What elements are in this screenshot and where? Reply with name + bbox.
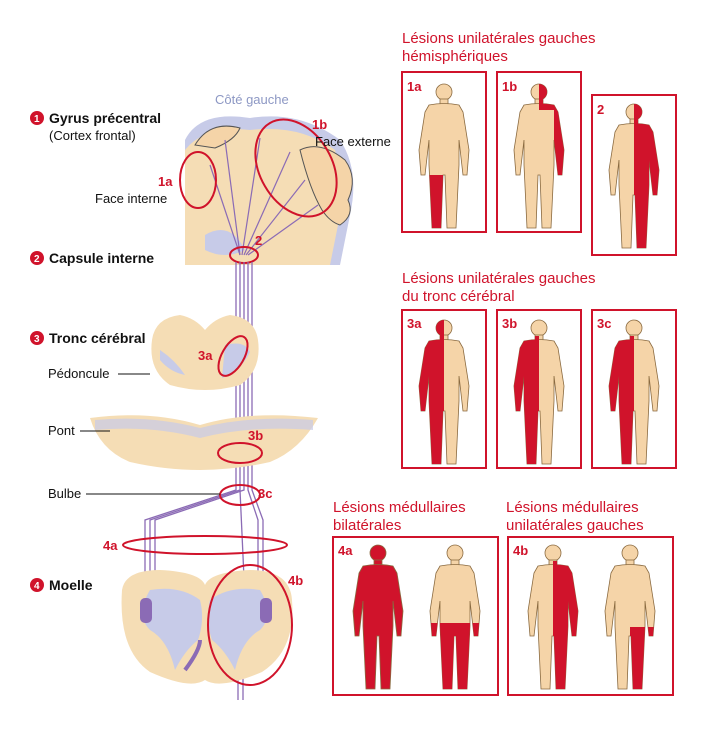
section-3-num: 3 (34, 334, 40, 345)
face-externe-label: Face externe (315, 134, 391, 149)
panel-4a-label: 4a (338, 543, 353, 558)
bulbe-label: Bulbe (48, 486, 81, 501)
panel-4b: 4b (507, 536, 674, 696)
group4-title-line2: unilatérales gauches (506, 517, 644, 534)
pont-section: 3b (90, 415, 318, 470)
panel-4a: 4a (332, 536, 499, 696)
marker-3b: 3b (248, 428, 263, 443)
marker-4a: 4a (103, 538, 118, 553)
panel-3a-label: 3a (407, 316, 422, 331)
panel-3b-label: 3b (502, 316, 517, 331)
section-4: 4 Moelle (30, 577, 93, 593)
panel-3b: 3b (496, 309, 582, 469)
marker-4b: 4b (288, 573, 303, 588)
group3-title-line1: Lésions médullaires (333, 499, 466, 516)
panel-2: 2 (591, 94, 677, 256)
face-interne-label: Face interne (95, 191, 167, 206)
ellipse-4b (207, 564, 293, 686)
group4-title-line1: Lésions médullaires (506, 499, 639, 516)
marker-3c: 3c (258, 486, 272, 501)
lesion-panels: Lésions unilatérales gauches hémisphériq… (332, 30, 677, 696)
neuro-diagram: Côté gauche 1a 1b 2 F (30, 92, 391, 700)
cote-gauche-label: Côté gauche (215, 92, 289, 107)
marker-1a: 1a (158, 174, 173, 189)
section-1-num: 1 (34, 114, 40, 125)
panel-3a: 3a (401, 309, 487, 469)
panel-1a-label: 1a (407, 79, 422, 94)
panel-1a: 1a (401, 71, 487, 233)
panel-3c-label: 3c (597, 316, 611, 331)
group1-title-line2: hémisphériques (402, 48, 508, 65)
section-2-title: Capsule interne (49, 250, 154, 266)
group3-title-line2: bilatérales (333, 517, 401, 534)
pedoncule-label: Pédoncule (48, 366, 109, 381)
group2-title-line1: Lésions unilatérales gauches (402, 270, 595, 287)
panel-2-label: 2 (597, 102, 604, 117)
pedoncule-section: 3a (151, 315, 259, 390)
section-1: 1 Gyrus précentral (Cortex frontal) (30, 110, 161, 143)
marker-3a: 3a (198, 348, 213, 363)
ellipse-3c (219, 484, 261, 506)
group1-title-line1: Lésions unilatérales gauches (402, 30, 595, 47)
section-1-subtitle: (Cortex frontal) (49, 128, 136, 143)
moelle-section: 4b (121, 564, 303, 686)
panel-4b-label: 4b (513, 543, 528, 558)
ellipse-1a (179, 151, 217, 209)
marker-1b: 1b (312, 117, 327, 132)
ellipse-4a (122, 535, 288, 555)
panel-3c: 3c (591, 309, 677, 469)
ellipse-1b (254, 118, 338, 218)
brain-section (185, 116, 354, 265)
section-2: 2 Capsule interne (30, 250, 154, 266)
section-3-title: Tronc cérébral (49, 330, 146, 346)
section-3: 3 Tronc cérébral (30, 330, 146, 346)
section-4-num: 4 (34, 581, 40, 592)
section-4-title: Moelle (49, 577, 93, 593)
pont-label: Pont (48, 423, 75, 438)
section-2-num: 2 (34, 254, 40, 265)
group2-title-line2: du tronc cérébral (402, 288, 515, 305)
panel-1b-label: 1b (502, 79, 517, 94)
marker-2: 2 (255, 233, 262, 248)
panel-1b: 1b (496, 71, 582, 233)
section-1-title: Gyrus précentral (49, 110, 161, 126)
